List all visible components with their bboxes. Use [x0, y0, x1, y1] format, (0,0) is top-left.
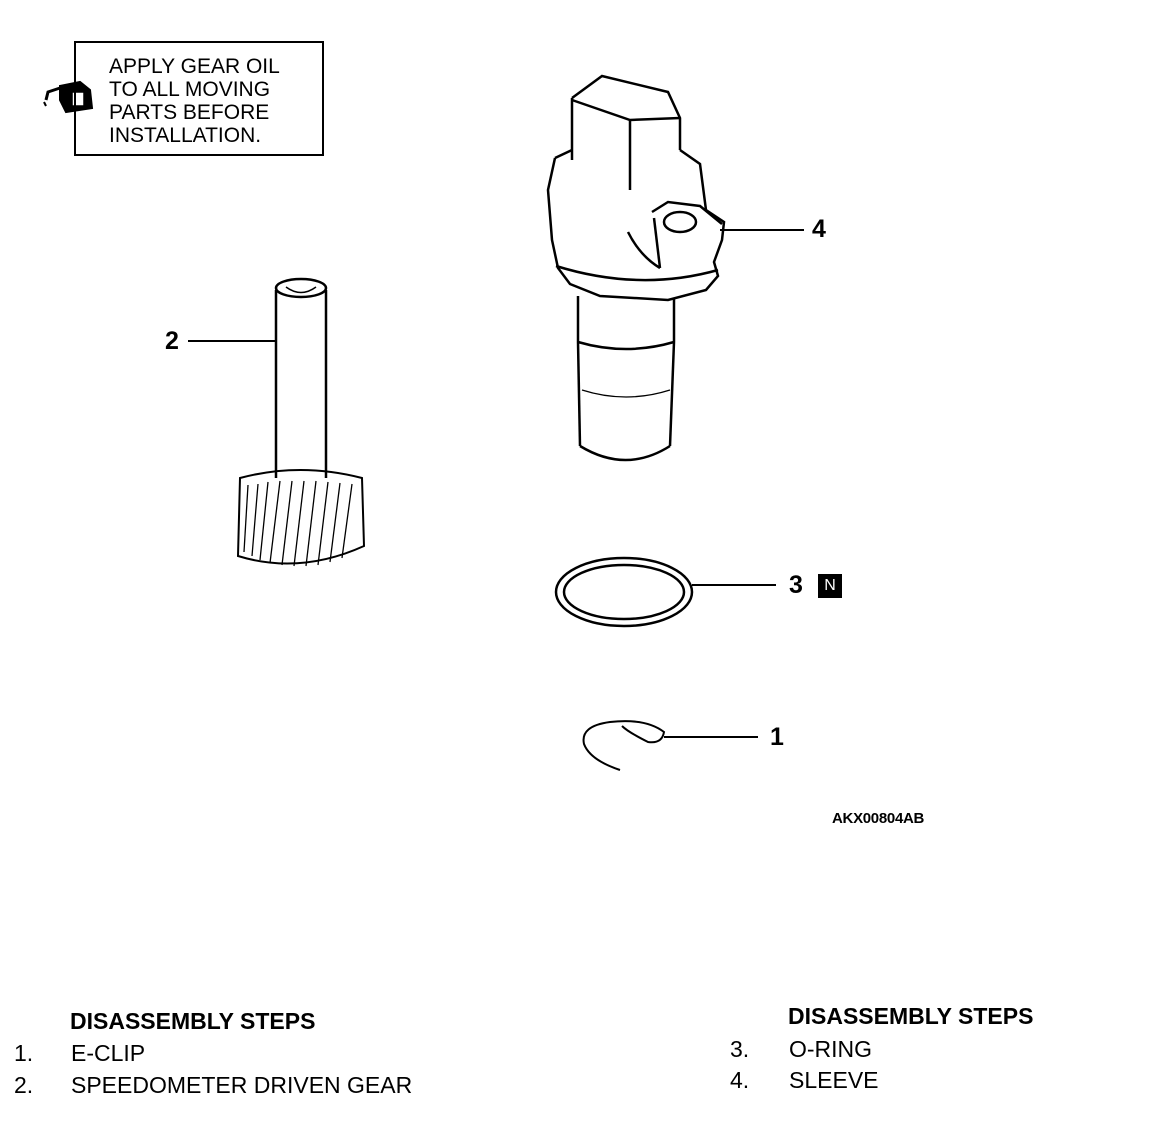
figure-id: AKX00804AB — [832, 810, 925, 827]
callout-4: 4 — [812, 215, 826, 243]
steps-left-heading: DISASSEMBLY STEPS — [70, 1008, 316, 1034]
step-4: 4. SLEEVE — [730, 1067, 1030, 1095]
note-line-4: INSTALLATION. — [109, 124, 262, 147]
callout-2: 2 — [165, 327, 179, 355]
speedometer-driven-gear-drawing — [236, 277, 366, 567]
step-1-text: E-CLIP — [71, 1040, 146, 1066]
step-4-text: SLEEVE — [789, 1067, 879, 1093]
step-3-text: O-RING — [789, 1036, 873, 1062]
step-3-number: 3. — [730, 1036, 750, 1062]
step-1-number: 1. — [14, 1040, 34, 1066]
callout-3: 3 — [789, 571, 803, 599]
note-line-3: PARTS BEFORE — [109, 101, 270, 124]
step-4-number: 4. — [730, 1067, 750, 1093]
gear-oil-note-box: APPLY GEAR OIL TO ALL MOVING PARTS BEFOR… — [74, 41, 324, 156]
e-clip-drawing — [582, 720, 666, 771]
note-line-1: APPLY GEAR OIL — [109, 55, 280, 78]
new-part-badge: N — [818, 574, 842, 598]
step-2: 2. SPEEDOMETER DRIVEN GEAR — [14, 1072, 474, 1100]
note-line-2: TO ALL MOVING — [109, 78, 271, 101]
sleeve-drawing — [546, 74, 726, 462]
step-3: 3. O-RING — [730, 1036, 1030, 1064]
oil-can-icon — [43, 80, 94, 114]
o-ring-drawing — [554, 556, 694, 628]
step-2-text: SPEEDOMETER DRIVEN GEAR — [71, 1072, 413, 1098]
step-1: 1. E-CLIP — [14, 1040, 474, 1068]
step-2-number: 2. — [14, 1072, 34, 1098]
steps-right-heading: DISASSEMBLY STEPS — [788, 1003, 1034, 1029]
callout-1: 1 — [770, 723, 784, 751]
